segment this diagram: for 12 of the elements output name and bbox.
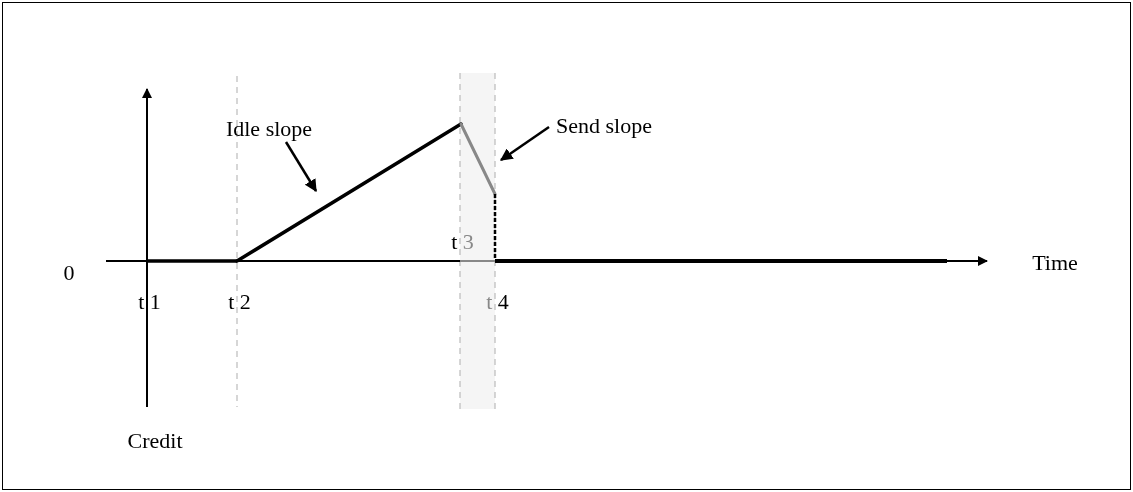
time-point-label: t 3 bbox=[451, 231, 474, 253]
send-slope-line bbox=[459, 122, 497, 196]
leader-arrow bbox=[284, 141, 318, 193]
leader-arrow bbox=[499, 125, 550, 162]
zero-label: 0 bbox=[63, 262, 75, 284]
time-point-label: t 4 bbox=[486, 291, 509, 313]
axis-label: Time bbox=[1032, 252, 1078, 274]
time-point-label: t 2 bbox=[228, 291, 251, 313]
slope-label: Send slope bbox=[556, 115, 652, 137]
slope-label: Idle slope bbox=[225, 118, 313, 140]
axis-label: Credit bbox=[127, 430, 183, 452]
time-point-label: t 1 bbox=[138, 291, 161, 313]
